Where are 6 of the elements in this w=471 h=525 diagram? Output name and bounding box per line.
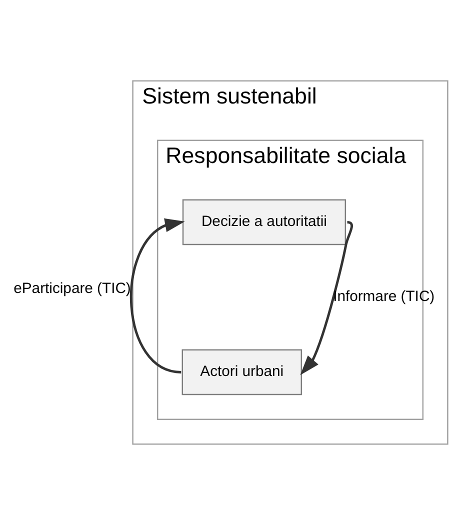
arrow (300, 220, 353, 376)
edge-label: Informare (TIC) (333, 289, 435, 306)
edge-label: eParticipare (TIC) (14, 281, 131, 298)
node-box: Actori urbani (182, 349, 302, 396)
node-box: Decizie a autoritatii (182, 199, 346, 246)
arrow (130, 218, 185, 374)
